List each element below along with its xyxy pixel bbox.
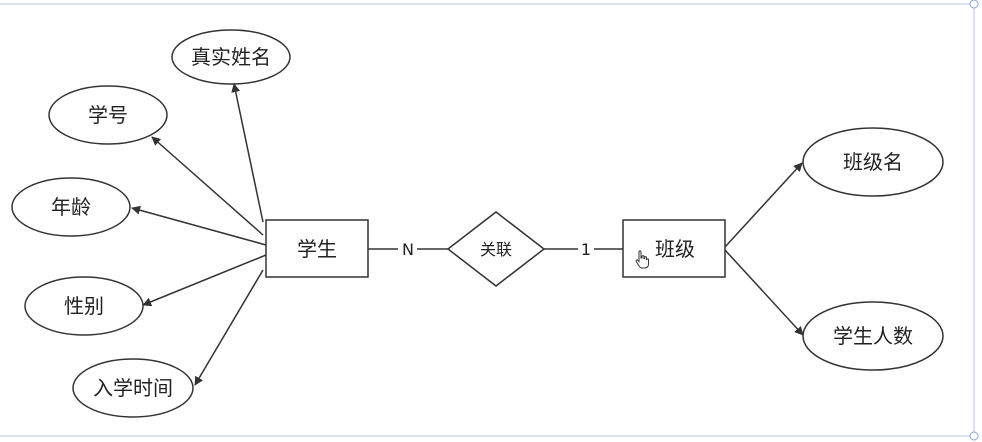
attribute-age-label: 年龄 <box>51 195 91 219</box>
class-attribute-edges <box>724 162 804 336</box>
entity-class-label: 班级 <box>655 237 695 261</box>
attribute-student-id[interactable]: 学号 <box>48 85 168 145</box>
edge-class-class-name <box>724 162 803 248</box>
cardinality-student-side: N <box>402 240 414 259</box>
resize-handle-top-right[interactable] <box>969 0 979 9</box>
attribute-real-name[interactable]: 真实姓名 <box>171 29 291 85</box>
attribute-class-name-label: 班级名 <box>843 150 903 174</box>
resize-handle-bottom-right[interactable] <box>969 431 979 441</box>
attribute-class-name[interactable]: 班级名 <box>802 127 944 197</box>
edge-student-age <box>131 205 267 246</box>
hand-cursor-icon <box>635 250 649 269</box>
edge-student-real-name <box>231 83 264 223</box>
entity-class[interactable]: 班级 <box>622 219 726 278</box>
entity-student[interactable]: 学生 <box>265 219 369 278</box>
edge-class-student-count <box>724 249 804 336</box>
attribute-gender[interactable]: 性别 <box>24 276 144 336</box>
edge-student-student-id <box>151 136 264 236</box>
relationship-relation-label: 关联 <box>480 240 512 259</box>
attribute-enroll-time[interactable]: 入学时间 <box>72 358 194 418</box>
entity-student-label: 学生 <box>297 237 337 261</box>
edge-student-gender <box>142 254 267 307</box>
student-attribute-edges <box>131 83 267 386</box>
edge-student-enroll-time <box>194 269 264 386</box>
attribute-real-name-label: 真实姓名 <box>191 45 271 69</box>
attribute-gender-label: 性别 <box>64 294 104 318</box>
attribute-age[interactable]: 年龄 <box>11 177 131 237</box>
attribute-student-id-label: 学号 <box>88 103 128 127</box>
attribute-student-count[interactable]: 学生人数 <box>802 301 944 371</box>
relationship-relation[interactable]: 关联 <box>446 211 546 287</box>
attribute-enroll-time-label: 入学时间 <box>93 376 173 400</box>
cardinality-class-side: 1 <box>581 240 591 259</box>
attribute-student-count-label: 学生人数 <box>833 324 913 348</box>
